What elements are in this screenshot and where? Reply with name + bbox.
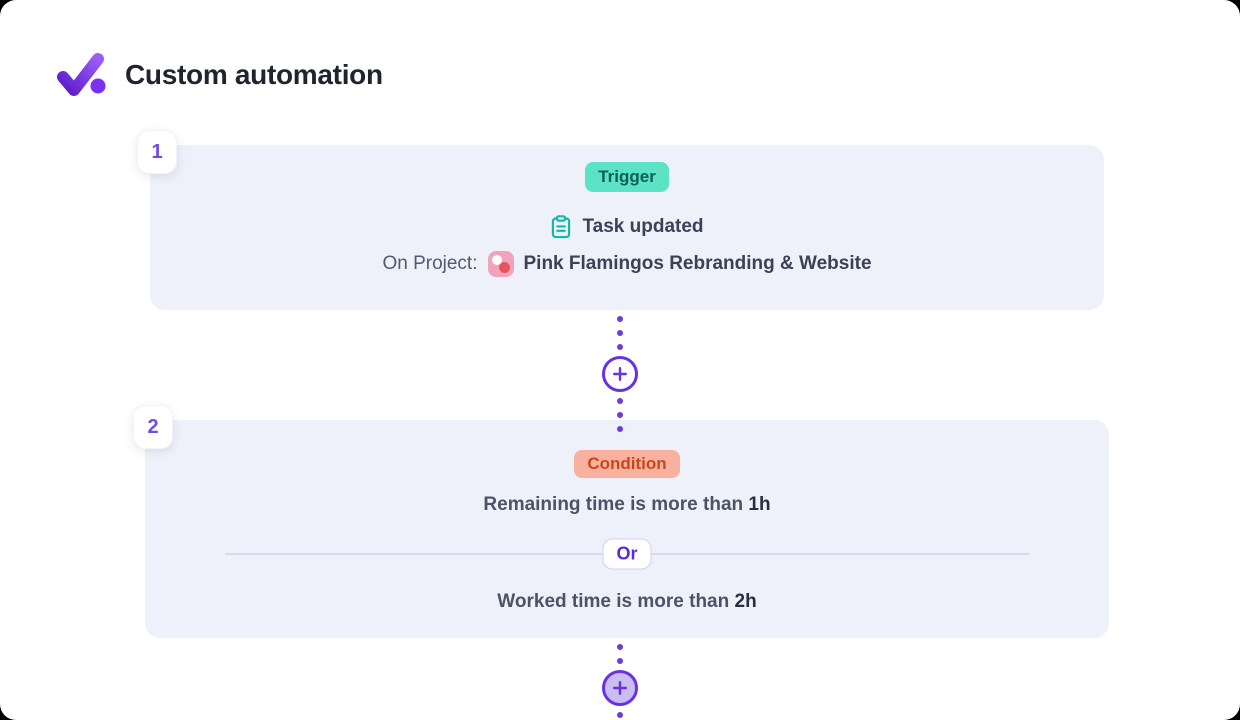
- condition-type-badge: Condition: [574, 450, 680, 478]
- condition-2-text: Worked time is more than: [497, 591, 735, 612]
- connector-dot: [617, 644, 623, 650]
- connector-dot: [617, 712, 623, 718]
- condition-1: Remaining time is more than 1h: [483, 494, 770, 518]
- project-name: Pink Flamingos Rebranding & Website: [523, 253, 872, 274]
- trigger-card[interactable]: Trigger Task updated On Project: Pink Fl…: [150, 145, 1104, 310]
- trigger-type-badge: Trigger: [585, 162, 669, 192]
- condition-1-text: Remaining time is more than: [483, 494, 749, 515]
- connector-dot: [617, 330, 623, 336]
- project-prefix-label: On Project:: [382, 253, 478, 274]
- connector-dot: [617, 398, 623, 404]
- add-step-button-2[interactable]: [602, 670, 638, 706]
- page-title: Custom automation: [125, 59, 383, 90]
- connector-dot: [617, 658, 623, 664]
- plus-icon: [613, 367, 627, 381]
- project-swatch-icon: [487, 251, 514, 277]
- operator-divider: Or: [145, 536, 1109, 572]
- clipboard-icon: [552, 215, 571, 239]
- step-1-number-badge: 1: [137, 130, 177, 174]
- flow-connector-1: [602, 312, 638, 436]
- plus-icon: [613, 681, 627, 695]
- trigger-event-label: Task updated: [582, 216, 704, 237]
- connector-dot: [617, 316, 623, 322]
- connector-dot: [617, 426, 623, 432]
- trigger-event-row: Task updated: [550, 213, 704, 241]
- operator-toggle-chip[interactable]: Or: [602, 538, 652, 570]
- condition-2-value: 2h: [734, 591, 757, 612]
- condition-2: Worked time is more than 2h: [497, 591, 756, 615]
- connector-dot: [617, 344, 623, 350]
- trigger-project-row: On Project: Pink Flamingos Rebranding & …: [382, 250, 872, 278]
- connector-dot: [617, 412, 623, 418]
- condition-card[interactable]: Condition Remaining time is more than 1h…: [145, 420, 1109, 638]
- step-2-number-badge: 2: [133, 405, 173, 449]
- condition-1-value: 1h: [748, 494, 771, 515]
- page-header: Custom automation: [57, 52, 383, 98]
- app-logo-check-icon: [57, 53, 106, 96]
- flow-connector-2: [602, 640, 638, 720]
- add-step-button[interactable]: [602, 356, 638, 392]
